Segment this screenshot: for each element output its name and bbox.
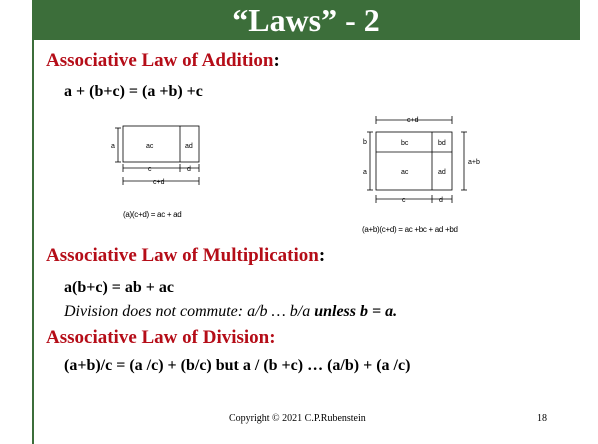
heading-division: Associative Law of Division:: [46, 327, 276, 348]
footer-copyright: Copyright © 2021 C.P.Rubenstein: [229, 413, 366, 424]
diagram2-label-c: c: [402, 197, 406, 204]
diagram2-label-bc: bc: [401, 140, 409, 147]
diagram2-label-b: b: [363, 139, 367, 146]
left-accent-rule: [32, 40, 34, 444]
page-number: 18: [537, 413, 547, 424]
diagram2-label-a: a: [363, 169, 367, 176]
heading-multiplication: Associative Law of Multiplication:: [46, 245, 325, 267]
diagram2-label-ac: ac: [401, 169, 409, 176]
equation-multiplication: a(b+c) = ab + ac: [64, 279, 175, 296]
heading-addition-text: Associative Law of Addition: [46, 50, 274, 71]
slide-title: “Laws” - 2: [232, 2, 380, 38]
heading-addition-colon: :: [273, 50, 280, 71]
diagram2-label-d: d: [439, 197, 443, 204]
area-diagram-1: a ac ad c d c+d: [111, 125, 200, 186]
diagram1-label-d: d: [187, 166, 191, 173]
diagram1-caption: (a)(c+d) = ac + ad: [123, 210, 182, 219]
diagram1-label-cd: c+d: [153, 179, 165, 186]
area-diagram-2: c+d b a bc bd ac ad a+b c d: [363, 116, 480, 204]
note-division-emphasis: unless b = a.: [314, 303, 398, 320]
note-division-commute: Division does not commute: a/b … b/a unl…: [64, 303, 397, 321]
equation-division: (a+b)/c = (a /c) + (b/c) but a / (b +c) …: [64, 357, 411, 374]
note-division-text: Division does not commute: a/b … b/a: [64, 303, 315, 320]
diagram1-label-ac: ac: [146, 143, 154, 150]
title-bar: [32, 0, 580, 40]
diagram1-label-c: c: [148, 166, 152, 173]
diagram1-label-a: a: [111, 143, 115, 150]
heading-multiplication-text: Associative Law of Multiplication: [46, 245, 319, 266]
diagram2-label-ab: a+b: [468, 159, 480, 166]
diagram2-label-bd: bd: [438, 140, 446, 147]
heading-multiplication-colon: :: [318, 245, 326, 266]
heading-addition: Associative Law of Addition:: [46, 50, 280, 72]
diagram2-label-cd: c+d: [407, 117, 419, 124]
diagram2-caption: (a+b)(c+d) = ac +bc + ad +bd: [362, 225, 458, 234]
equation-addition: a + (b+c) = (a +b) +c: [64, 83, 203, 100]
diagram1-label-ad: ad: [185, 143, 193, 150]
diagram2-label-ad: ad: [438, 169, 446, 176]
